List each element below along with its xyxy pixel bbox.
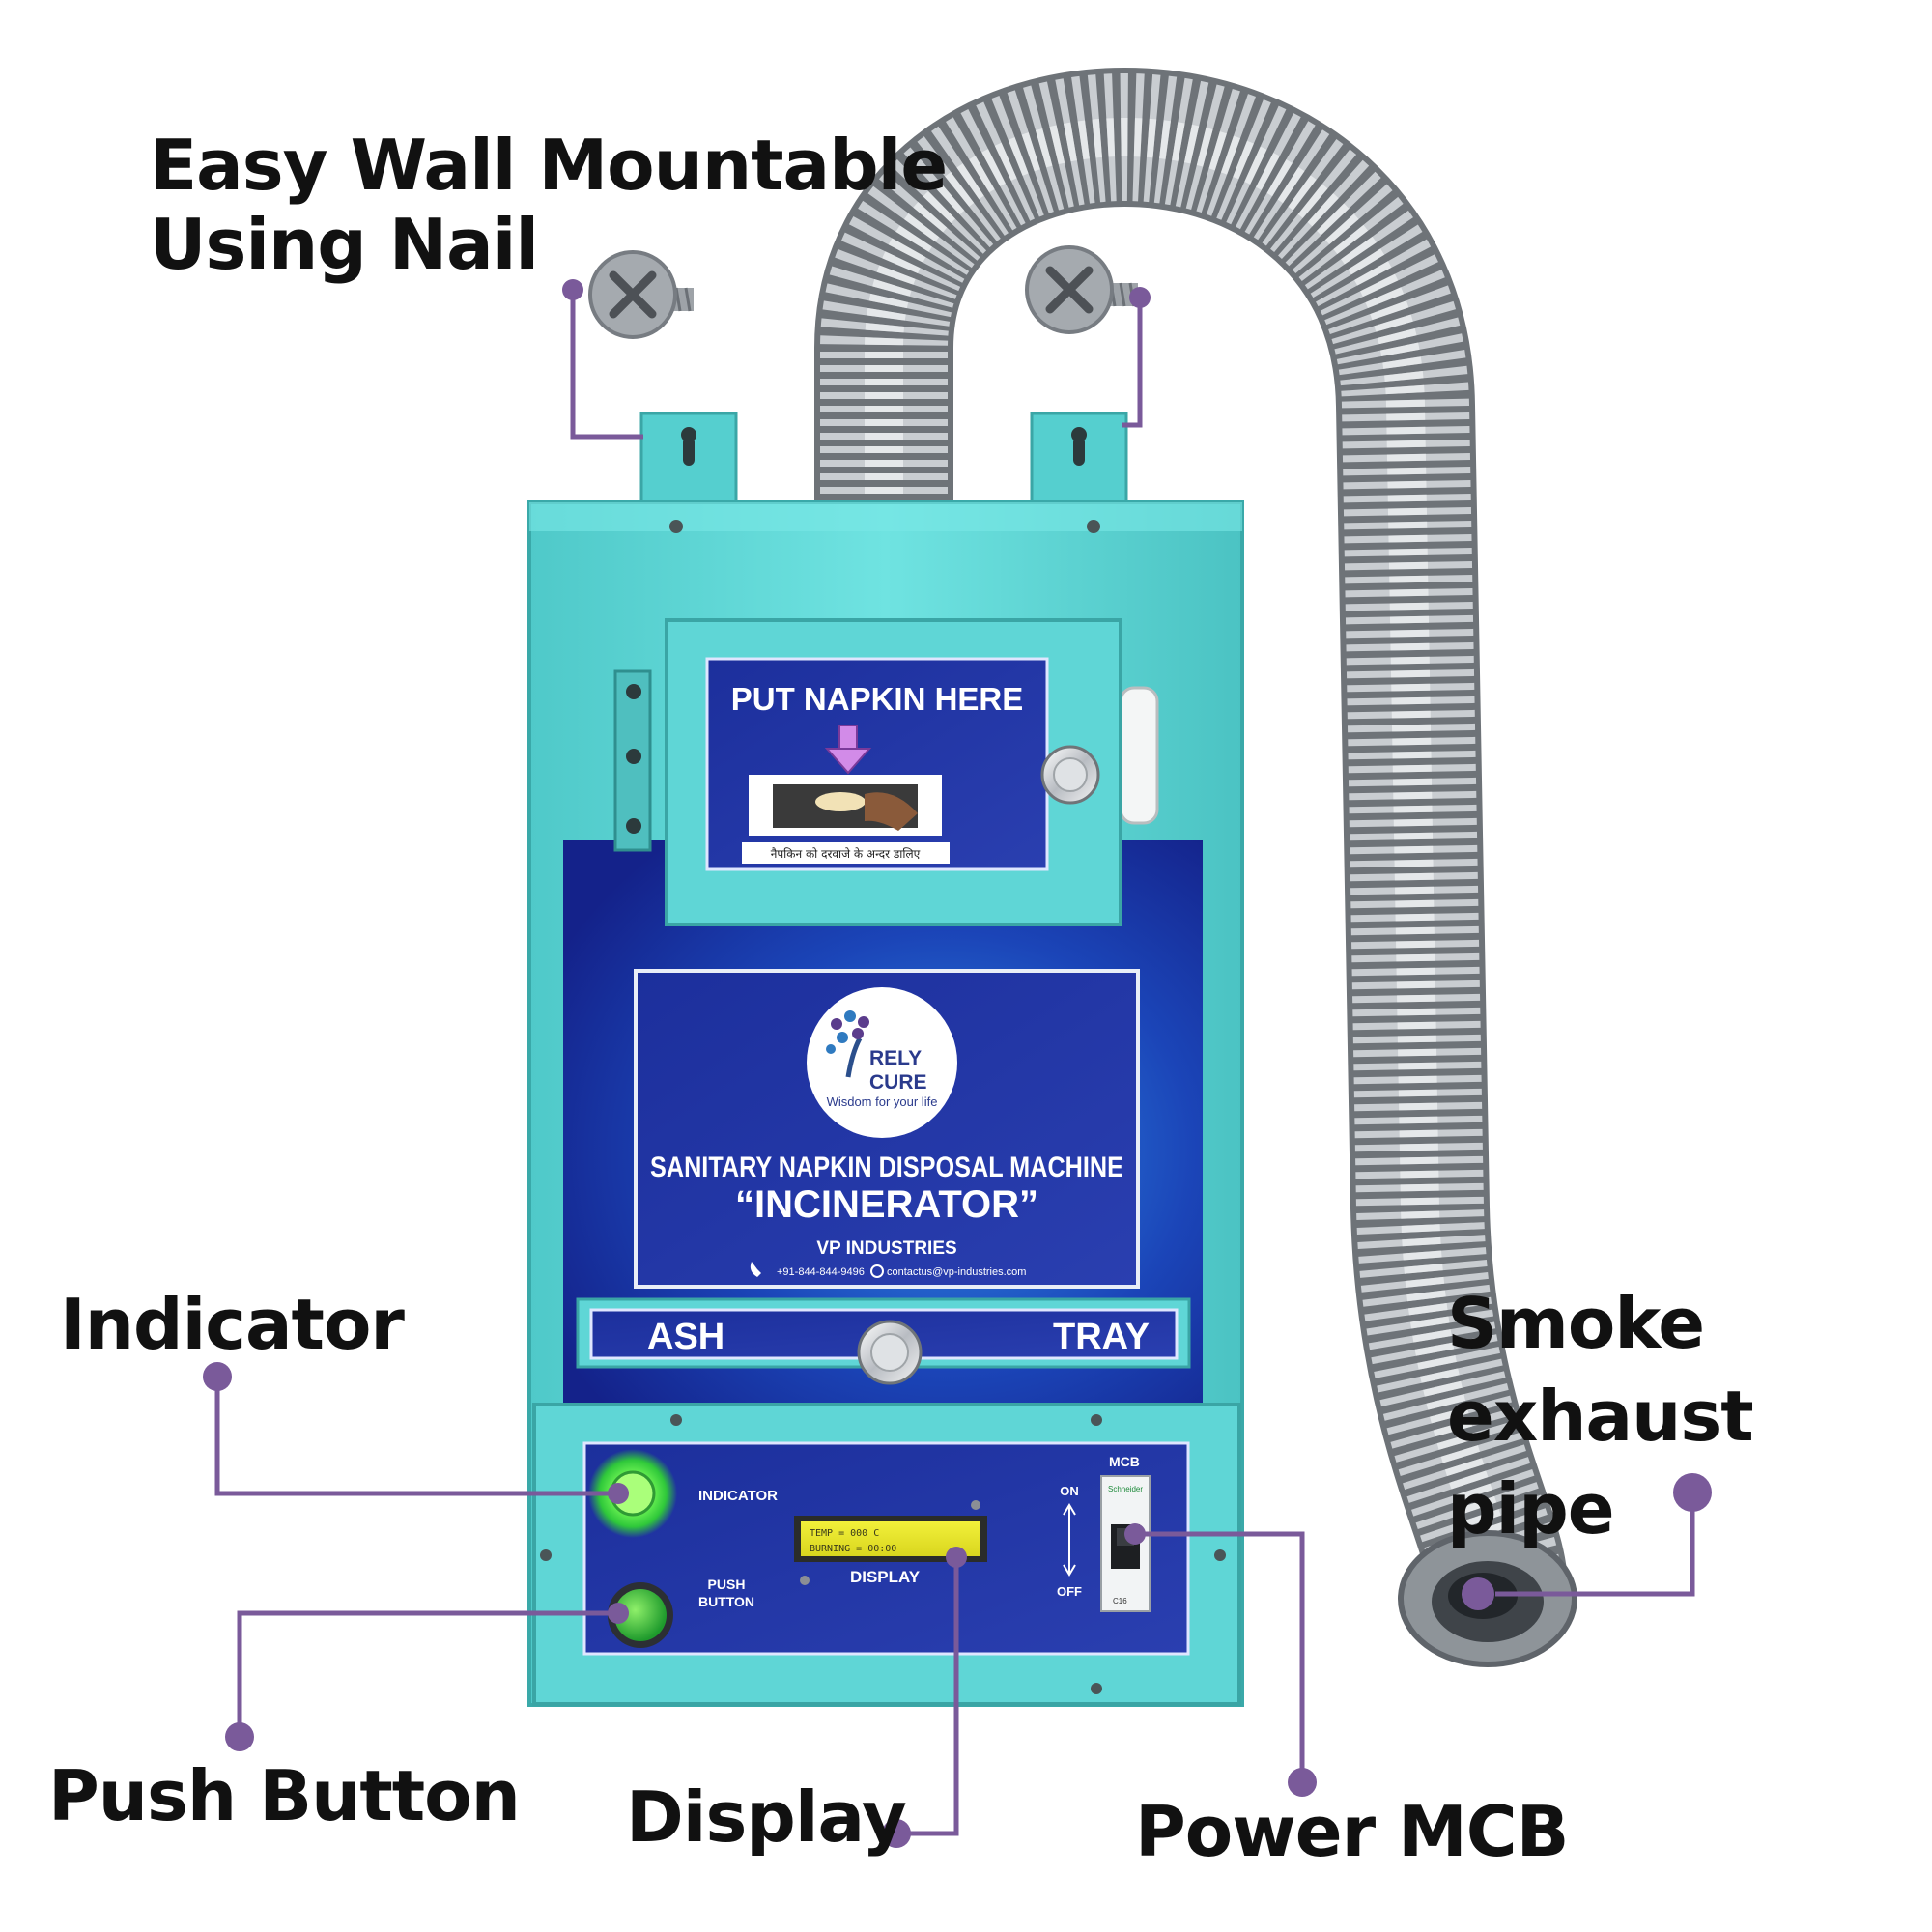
panel-indicator-label: INDICATOR [698, 1488, 778, 1504]
lcd-line-1: TEMP = 000 C [810, 1528, 879, 1539]
indicator-light [588, 1449, 677, 1538]
lcd-line-2: BURNING = 00:00 [810, 1544, 896, 1554]
tray-label-left: ASH [647, 1317, 724, 1357]
brand-tagline: Wisdom for your life [827, 1094, 938, 1109]
tray-label-right: TRAY [1053, 1317, 1150, 1357]
brand-name-1: RELY [869, 1047, 922, 1069]
callout-indicator: Indicator [60, 1284, 405, 1365]
callout-push-button: Push Button [48, 1755, 521, 1836]
mcb-direction-arrow [1063, 1503, 1076, 1577]
ash-tray[interactable]: ASH TRAY [576, 1297, 1191, 1385]
callout-wall-mount: Easy Wall Mountable Using Nail [150, 125, 948, 285]
email-icon [870, 1264, 884, 1278]
mcb-brand: Schneider [1108, 1485, 1143, 1493]
callout-exhaust: Smoke exhaust pipe [1447, 1277, 1932, 1555]
wall-bracket-left [639, 412, 738, 507]
product-email: contactus@vp-industries.com [887, 1266, 1026, 1278]
brand-logo [807, 987, 957, 1138]
callout-leaders [214, 290, 1695, 1836]
down-arrow-icon [824, 724, 872, 775]
tray-knob[interactable] [857, 1320, 923, 1385]
product-sign: RELY CURE Wisdom for your life SANITARY … [634, 969, 1140, 1289]
product-line-1: SANITARY NAPKIN DISPOSAL MACHINE [650, 1151, 1123, 1183]
door-knob[interactable] [1040, 745, 1100, 805]
product-maker: VP INDUSTRIES [816, 1238, 956, 1259]
callout-dots [203, 279, 1712, 1848]
door-sign-title: PUT NAPKIN HERE [731, 681, 1024, 717]
callout-wall-mount-line2: Using Nail [150, 204, 539, 285]
panel-push-label-2: BUTTON [698, 1594, 754, 1609]
callout-exhaust-line1: Smoke [1447, 1283, 1705, 1364]
panel-push-label-1: PUSH [708, 1577, 746, 1592]
tree-logo-icon [826, 1010, 869, 1078]
brand-name-2: CURE [869, 1071, 927, 1094]
wall-bracket-right [1030, 412, 1128, 507]
panel-mcb-off: OFF [1057, 1584, 1082, 1599]
incinerator-machine: PUT NAPKIN HERE नैपकिन को दरवाजे के अन्द… [527, 500, 1244, 1707]
phone-icon [750, 1262, 761, 1277]
callout-power-mcb: Power MCB [1135, 1791, 1570, 1872]
napkin-door[interactable]: PUT NAPKIN HERE नैपकिन को दरवाजे के अन्द… [665, 618, 1122, 926]
exhaust-pipe [814, 68, 1577, 1667]
mcb-rating: C16 [1113, 1597, 1127, 1605]
panel-display-label: DISPLAY [850, 1568, 921, 1586]
callout-exhaust-line2: exhaust pipe [1447, 1376, 1754, 1549]
product-phone: +91-844-844-9496 [777, 1266, 865, 1278]
door-sign-hindi: नैपकिन को दरवाजे के अन्दर डालिए [771, 847, 921, 861]
door-hinge [613, 669, 652, 852]
panel-mcb-on: ON [1060, 1484, 1079, 1498]
panel-mcb-label: MCB [1109, 1454, 1140, 1469]
door-latch[interactable] [1119, 686, 1159, 825]
control-panel: INDICATOR PUSH BUTTON TEMP = 000 C BURNI… [582, 1441, 1190, 1656]
screw-icon [588, 250, 694, 339]
mcb-switch[interactable]: Schneider C16 [1100, 1475, 1151, 1612]
push-button[interactable] [608, 1582, 673, 1648]
product-line-2: “INCINERATOR” [735, 1183, 1038, 1226]
callout-display: Display [626, 1776, 907, 1858]
callout-wall-mount-line1: Easy Wall Mountable [150, 125, 948, 206]
screw-icon [1025, 245, 1138, 334]
